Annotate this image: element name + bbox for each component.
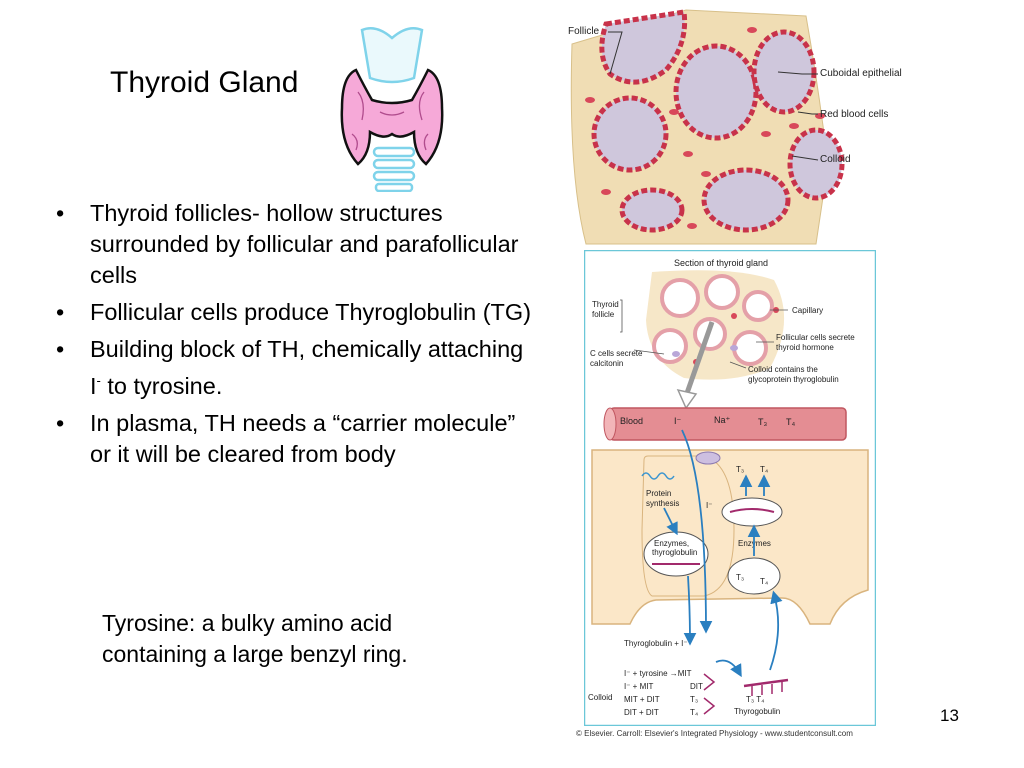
svg-text:T₄: T₄ xyxy=(690,708,698,717)
svg-text:T₃: T₃ xyxy=(736,573,744,582)
bullet-item: •Thyroid follicles- hollow structures su… xyxy=(56,200,519,288)
svg-text:Enzymes,: Enzymes, xyxy=(654,539,689,548)
svg-text:T₃ T₄: T₃ T₄ xyxy=(746,695,764,704)
svg-text:Capillary: Capillary xyxy=(792,306,823,315)
svg-text:I⁻: I⁻ xyxy=(706,501,712,510)
svg-text:T₃: T₃ xyxy=(758,417,767,427)
colloid-label: Colloid xyxy=(820,154,851,165)
svg-text:Blood: Blood xyxy=(620,416,643,426)
svg-text:Colloid: Colloid xyxy=(588,693,612,702)
thyroid-hormone-synthesis-diagram: Section of thyroid gland Thyroid follicl… xyxy=(584,250,876,726)
svg-text:synthesis: synthesis xyxy=(646,499,679,508)
gland-section xyxy=(646,270,785,380)
follicle-histology-image: Follicle Cuboidal epithelial cells Red b… xyxy=(566,4,902,248)
svg-text:T₄: T₄ xyxy=(760,465,768,474)
cuboidal-cells-label: Cuboidal epithelial cells xyxy=(820,68,902,79)
thyroid-gland-icon xyxy=(340,27,444,192)
bullet-item: •Follicular cells produce Thyroglobulin … xyxy=(56,299,532,325)
follicle-label: Follicle xyxy=(568,26,600,37)
follicular-cell-layer xyxy=(591,449,869,625)
svg-text:Na⁺: Na⁺ xyxy=(714,415,731,425)
svg-text:T₃: T₃ xyxy=(736,465,744,474)
svg-text:T₄: T₄ xyxy=(786,417,795,427)
copyright-text: © Elsevier. Carroll: Elsevier's Integrat… xyxy=(576,729,853,738)
svg-text:follicle: follicle xyxy=(592,310,615,319)
svg-text:thyroglobulin: thyroglobulin xyxy=(652,548,697,557)
svg-text:T₄: T₄ xyxy=(760,577,768,586)
svg-text:Thyroglobulin + I⁻: Thyroglobulin + I⁻ xyxy=(624,639,688,648)
svg-text:thyroid hormone: thyroid hormone xyxy=(776,343,834,352)
svg-text:I⁻ + MIT: I⁻ + MIT xyxy=(624,682,653,691)
svg-text:Thyrogobulin: Thyrogobulin xyxy=(734,707,780,716)
svg-text:DIT: DIT xyxy=(690,682,703,691)
bullet-item: •In plasma, TH needs a “carrier molecule… xyxy=(56,409,516,467)
svg-text:Protein: Protein xyxy=(646,489,671,498)
page-number: 13 xyxy=(940,706,959,725)
svg-text:Follicular cells secrete: Follicular cells secrete xyxy=(776,333,855,342)
svg-text:Thyroid: Thyroid xyxy=(592,300,619,309)
section-title: Section of thyroid gland xyxy=(674,258,768,268)
svg-text:DIT + DIT: DIT + DIT xyxy=(624,708,659,717)
svg-text:glycoprotein thyroglobulin: glycoprotein thyroglobulin xyxy=(748,375,839,384)
red-blood-cells-label: Red blood cells xyxy=(820,109,888,120)
svg-text:Colloid contains the: Colloid contains the xyxy=(748,365,818,374)
svg-text:calcitonin: calcitonin xyxy=(590,359,623,368)
svg-text:T₃: T₃ xyxy=(690,695,698,704)
bullet-item: •Building block of TH, chemically attach… xyxy=(56,336,524,399)
svg-text:C cells secrete: C cells secrete xyxy=(590,349,643,358)
bullet-list: •Thyroid follicles- hollow structures su… xyxy=(50,198,540,476)
svg-text:I⁻ + tyrosine →MIT: I⁻ + tyrosine →MIT xyxy=(624,669,692,678)
tyrosine-note: Tyrosine: a bulky amino acid containing … xyxy=(102,610,408,667)
svg-text:I⁻: I⁻ xyxy=(674,416,682,426)
svg-text:MIT + DIT: MIT + DIT xyxy=(624,695,660,704)
slide-title: Thyroid Gland xyxy=(110,66,299,99)
